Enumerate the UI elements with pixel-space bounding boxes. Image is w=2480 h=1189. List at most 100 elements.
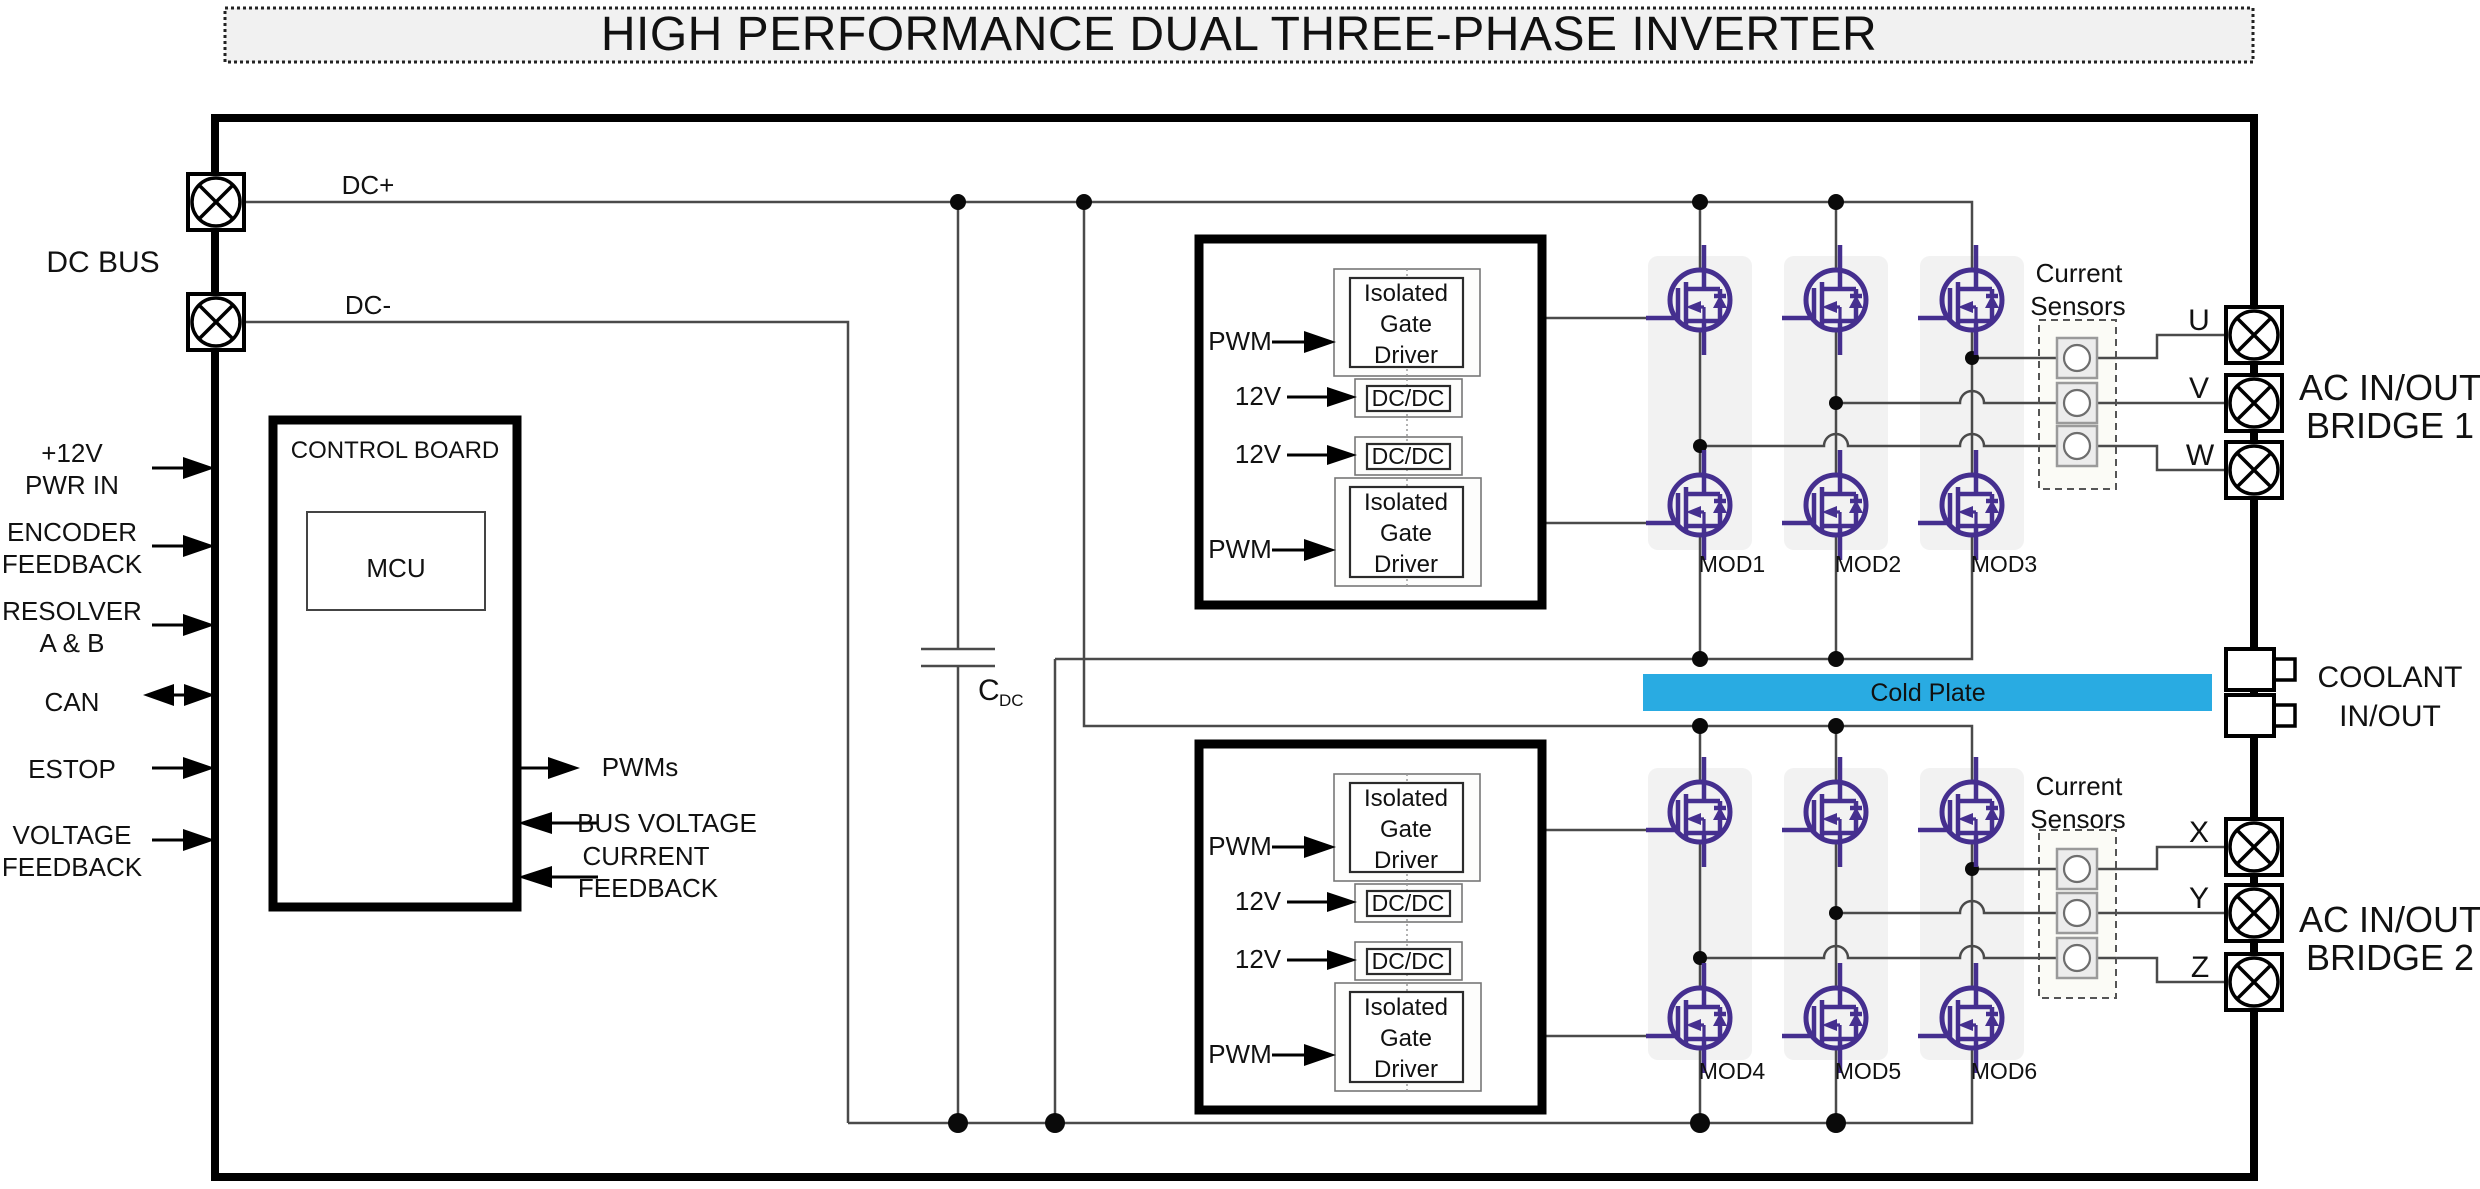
coolant-label: IN/OUT <box>2339 700 2441 733</box>
phase-connector-icon <box>2224 305 2284 365</box>
bridge-name: AC IN/OUT <box>2299 367 2480 408</box>
dc-bus-label: DC BUS <box>46 246 159 279</box>
ac-bridge-1: U V W AC IN/OUT BRIDGE 1 <box>2186 304 2480 500</box>
phase-connector-icon <box>2224 817 2284 877</box>
phase-connector-icon <box>2224 440 2284 500</box>
module-label: MOD3 <box>1971 551 2037 577</box>
iso-driver-label: Driver <box>1374 551 1438 578</box>
iso-driver-label: Gate <box>1380 311 1432 338</box>
phase-connector-icon <box>2224 883 2284 943</box>
phase-label: W <box>2186 439 2215 472</box>
dcdc-label: DC/DC <box>1372 890 1445 916</box>
current-sensor-icon <box>2055 336 2099 380</box>
coolant-ports: COOLANT IN/OUT <box>2224 647 2463 738</box>
pwm-label: PWM <box>1208 1039 1272 1069</box>
supply-label: 12V <box>1235 886 1282 916</box>
phase-label: Z <box>2191 951 2209 984</box>
current-sensors-label: Current <box>2036 771 2123 801</box>
module-label: MOD5 <box>1835 1058 1901 1084</box>
dc-plus-connector-icon <box>186 172 246 232</box>
current-sensor-icon <box>2055 424 2099 468</box>
dcdc-label: DC/DC <box>1372 443 1445 469</box>
iso-driver-label: Gate <box>1380 520 1432 547</box>
iso-driver-label: Gate <box>1380 816 1432 843</box>
pwm-label: PWM <box>1208 326 1272 356</box>
dcdc-label: DC/DC <box>1372 948 1445 974</box>
dc-bus: DC BUS DC+ DC- <box>46 170 395 352</box>
coolant-label: COOLANT <box>2317 661 2462 694</box>
junction-dots <box>948 194 1979 1133</box>
port-label: CAN <box>45 687 100 717</box>
module-label: MOD2 <box>1835 551 1901 577</box>
supply-label: 12V <box>1235 381 1282 411</box>
pwms-label: PWMs <box>602 752 679 782</box>
bridge-name: BRIDGE 1 <box>2306 405 2474 446</box>
iso-driver-label: Driver <box>1374 342 1438 369</box>
port-label: ESTOP <box>28 754 116 784</box>
iso-driver-label: Isolated <box>1364 994 1448 1021</box>
pwm-label: PWM <box>1208 534 1272 564</box>
pwm-label: PWM <box>1208 831 1272 861</box>
phase-label: X <box>2189 816 2209 849</box>
current-sensors-label: Sensors <box>2030 291 2125 321</box>
current-sensor-icon <box>2055 847 2099 891</box>
dc-minus-label: DC- <box>345 290 391 320</box>
current-sensors-label: Current <box>2036 258 2123 288</box>
port-label: FEEDBACK <box>2 852 143 882</box>
current-sensor-icon <box>2055 891 2099 935</box>
phase-label: Y <box>2189 882 2209 915</box>
dcdc-label: DC/DC <box>1372 385 1445 411</box>
current-sensors-bridge-1: Current Sensors <box>2030 258 2126 490</box>
control-board-label: CONTROL BOARD <box>291 437 499 464</box>
current-feedback-label: FEEDBACK <box>578 873 719 903</box>
module-labels: MOD1 MOD2 MOD3 MOD4 MOD5 MOD6 <box>1699 551 2037 1084</box>
cold-plate-label: Cold Plate <box>1870 679 1985 707</box>
control-board: CONTROL BOARD MCU PWMs BUS VOLTAGE CURRE… <box>268 415 757 912</box>
mcu-box <box>306 511 486 611</box>
port-label: FEEDBACK <box>2 549 143 579</box>
current-sensor-icon <box>2055 381 2099 425</box>
module-label: MOD6 <box>1971 1058 2037 1084</box>
port-label: +12V <box>41 438 103 468</box>
port-label: VOLTAGE <box>13 820 132 850</box>
phase-label: U <box>2188 304 2210 337</box>
gate-driver-block-2: Isolated Gate Driver DC/DC DC/DC Isolate… <box>1194 739 1547 1115</box>
left-ports: +12V PWR IN ENCODER FEEDBACK RESOLVER A … <box>2 438 215 882</box>
bus-voltage-label: BUS VOLTAGE <box>577 808 757 838</box>
bridge-name: BRIDGE 2 <box>2306 937 2474 978</box>
dc-minus-connector-icon <box>186 292 246 352</box>
page-title: HIGH PERFORMANCE DUAL THREE-PHASE INVERT… <box>601 8 1877 61</box>
phase-connector-icon <box>2224 373 2284 433</box>
supply-label: 12V <box>1235 439 1282 469</box>
bridge-name: AC IN/OUT <box>2299 899 2480 940</box>
port-label: A & B <box>39 628 104 658</box>
iso-driver-label: Driver <box>1374 1056 1438 1083</box>
phase-label: V <box>2189 372 2209 405</box>
gate-driver-block-1: Isolated Gate Driver DC/DC DC/DC Isolate… <box>1194 234 1547 610</box>
iso-driver-label: Isolated <box>1364 489 1448 516</box>
capacitor-subscript: DC <box>999 691 1024 710</box>
iso-driver-label: Isolated <box>1364 280 1448 307</box>
port-label: PWR IN <box>25 470 119 500</box>
mcu-label: MCU <box>366 553 425 583</box>
coolant-connector-icon <box>2224 647 2297 692</box>
phase-connector-icon <box>2224 952 2284 1012</box>
iso-driver-label: Isolated <box>1364 785 1448 812</box>
current-feedback-label: CURRENT <box>582 841 709 871</box>
dc-plus-label: DC+ <box>342 170 395 200</box>
module-label: MOD4 <box>1699 1058 1766 1084</box>
title-banner: HIGH PERFORMANCE DUAL THREE-PHASE INVERT… <box>223 6 2255 64</box>
iso-driver-label: Driver <box>1374 847 1438 874</box>
current-sensor-icon <box>2055 936 2099 980</box>
current-sensors-bridge-2: Current Sensors <box>2030 771 2126 999</box>
capacitor-symbol: C <box>978 674 1000 707</box>
ac-bridge-2: X Y Z AC IN/OUT BRIDGE 2 <box>2189 816 2480 1012</box>
dc-link-capacitor-label: C DC <box>978 674 1024 710</box>
port-label: ENCODER <box>7 517 137 547</box>
coolant-connector-icon <box>2224 693 2297 738</box>
supply-label: 12V <box>1235 944 1282 974</box>
module-label: MOD1 <box>1699 551 1765 577</box>
iso-driver-label: Gate <box>1380 1025 1432 1052</box>
